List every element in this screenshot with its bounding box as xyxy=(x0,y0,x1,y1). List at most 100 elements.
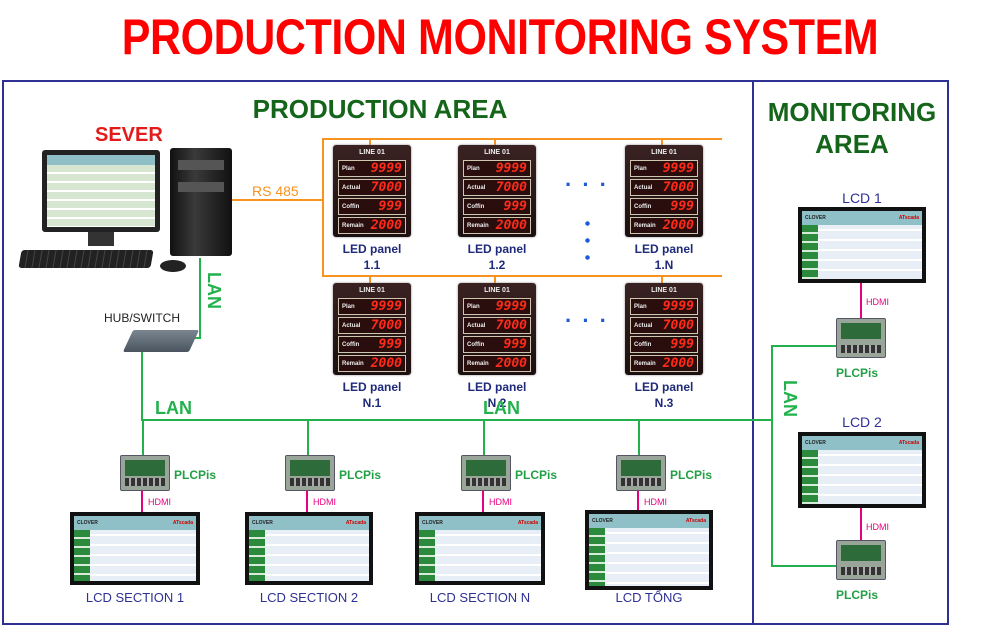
led-row-value: 9999 xyxy=(370,299,402,314)
led-row-key: Coffin xyxy=(634,203,652,210)
lcd-row-index xyxy=(419,530,435,581)
lcd-brand: ATscada xyxy=(898,215,919,221)
led-row-value: 999 xyxy=(378,337,402,352)
plcpi-label: PLCPis xyxy=(174,468,217,482)
server-label: SEVER xyxy=(95,124,163,146)
monitor-stand xyxy=(88,232,114,246)
led-panel-title: LINE 01 xyxy=(651,287,677,294)
lan-link-server xyxy=(190,337,201,339)
led-row-key: Actual xyxy=(634,322,653,329)
plcpi-board xyxy=(836,318,886,358)
lcd-logo: CLOVER xyxy=(805,440,826,446)
lcd-logo: CLOVER xyxy=(77,520,98,526)
hdmi-label: HDMI xyxy=(489,497,512,507)
led-row-key: Actual xyxy=(342,184,361,191)
lcd-logo: CLOVER xyxy=(805,215,826,221)
lcd-row-index xyxy=(589,528,605,586)
led-row: Coffin 999 xyxy=(463,198,531,215)
production-area-heading: PRODUCTION AREA xyxy=(252,94,508,124)
lcd-section-label: LCD SECTION 2 xyxy=(259,590,359,605)
led-row-key: Plan xyxy=(634,165,647,172)
panel-drop xyxy=(661,275,663,283)
lan-label-bus-2: LAN xyxy=(483,398,520,418)
led-panel-title: LINE 01 xyxy=(651,149,677,156)
led-panel-id: 1.N xyxy=(654,258,674,272)
lcd-header: CLOVER ATscada xyxy=(802,211,922,225)
diagram-frame xyxy=(2,80,949,625)
led-row-value: 2000 xyxy=(662,218,694,233)
lcd-screen: CLOVER ATscada xyxy=(798,207,926,283)
led-panel-title: LINE 01 xyxy=(359,149,385,156)
plcpi-board xyxy=(616,455,666,491)
led-row-value: 2000 xyxy=(370,218,402,233)
plcpi-label: PLCPis xyxy=(670,468,713,482)
panel-drop xyxy=(661,138,663,146)
panel-drop xyxy=(494,138,496,146)
plcpi-board xyxy=(461,455,511,491)
panel-drop xyxy=(369,138,371,146)
lan-drop xyxy=(142,420,144,456)
led-row-key: Coffin xyxy=(467,203,485,210)
led-row-key: Plan xyxy=(467,303,480,310)
led-panel-name: LED panel xyxy=(467,242,527,256)
lcd-display: CLOVER ATscada xyxy=(802,436,922,504)
plcpi-board xyxy=(836,540,886,580)
led-row-value: 7000 xyxy=(495,180,527,195)
plcpi-label: PLCPis xyxy=(836,588,879,602)
led-panel-name: LED panel xyxy=(342,242,402,256)
led-row-value: 999 xyxy=(378,199,402,214)
led-row-key: Actual xyxy=(467,322,486,329)
hdmi-label: HDMI xyxy=(148,497,171,507)
rs485-bus-vertical xyxy=(322,138,324,276)
led-row: Actual 7000 xyxy=(463,317,531,334)
led-row-key: Plan xyxy=(342,303,355,310)
lcd-brand: ATscada xyxy=(898,440,919,446)
lan-drop xyxy=(638,420,640,456)
panel-drop xyxy=(369,275,371,283)
hub-label: HUB/SWITCH xyxy=(104,311,180,325)
hdmi-link xyxy=(306,491,308,513)
led-row-value: 7000 xyxy=(370,318,402,333)
led-row-key: Remain xyxy=(467,222,489,229)
lan-bus xyxy=(141,419,773,421)
lan-label-bus-1: LAN xyxy=(155,398,192,418)
led-panel-id: N.2 xyxy=(487,396,507,410)
led-row-value: 7000 xyxy=(662,180,694,195)
hdmi-link xyxy=(482,491,484,513)
lcd-section-label: LCD TỔNG xyxy=(615,590,683,605)
hdmi-label: HDMI xyxy=(866,297,889,307)
more-panels-dots: ··· xyxy=(565,172,617,197)
lcd-logo: CLOVER xyxy=(252,520,273,526)
led-row-key: Actual xyxy=(467,184,486,191)
led-row-value: 999 xyxy=(503,199,527,214)
server-tower-icon xyxy=(170,148,232,256)
led-row-value: 7000 xyxy=(495,318,527,333)
more-panels-dots: ··· xyxy=(565,308,617,333)
led-row-key: Plan xyxy=(467,165,480,172)
led-row-value: 2000 xyxy=(495,356,527,371)
plcpi-label: PLCPis xyxy=(339,468,382,482)
led-row-key: Remain xyxy=(342,360,364,367)
hdmi-link xyxy=(860,283,862,318)
led-row-value: 2000 xyxy=(495,218,527,233)
